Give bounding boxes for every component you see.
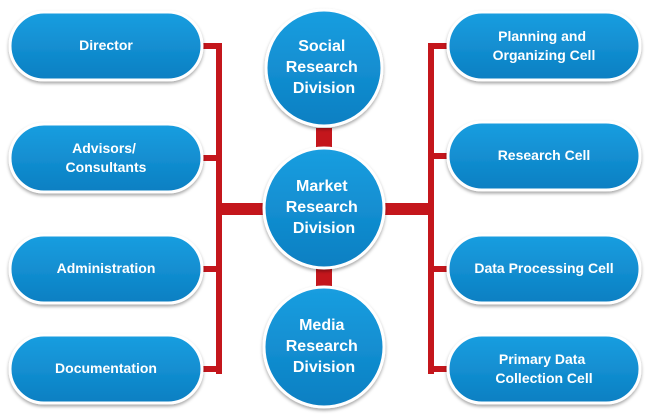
node-social-line-1: Social xyxy=(298,38,345,55)
node-social-line-3: Division xyxy=(293,80,355,97)
node-planning-line-1: Planning and xyxy=(498,28,586,44)
svg-text:Social Research: Social Research Division xyxy=(286,38,363,97)
node-primary-data-collection-cell: Primary Data Collection Cell xyxy=(446,333,642,405)
node-advisors-line-1: Advisors/ xyxy=(72,140,136,156)
node-research-cell: Research Cell xyxy=(446,120,642,192)
node-data-processing-cell: Data Processing Cell xyxy=(446,233,642,305)
node-market-line-1: Market xyxy=(296,178,348,195)
svg-text:Research Cell: Research Cell xyxy=(498,147,591,163)
right-stub-data-processing xyxy=(428,266,450,272)
node-media-line-1: Media xyxy=(299,317,344,334)
node-planning-organizing-cell: Planning and Organizing Cell xyxy=(446,10,642,82)
node-planning-line-2: Organizing Cell xyxy=(493,47,596,63)
node-media-line-2: Research xyxy=(286,338,358,355)
node-media-line-3: Division xyxy=(293,359,355,376)
node-research-cell-line-1: Research Cell xyxy=(498,147,591,163)
left-stub-documentation xyxy=(200,366,222,372)
node-primary-data-line-1: Primary Data xyxy=(499,351,586,367)
node-administration: Administration xyxy=(8,233,204,305)
right-stub-planning xyxy=(428,43,450,49)
node-administration-line-1: Administration xyxy=(57,260,156,276)
center-top-connector xyxy=(316,128,332,150)
left-nodes: Director Advisors/ Consultants Administr… xyxy=(8,10,204,405)
node-director-line-1: Director xyxy=(79,37,133,53)
right-main-connector xyxy=(380,203,434,215)
svg-text:Documentation: Documentation xyxy=(55,360,157,376)
right-stub-research-cell xyxy=(428,153,450,159)
node-documentation-line-1: Documentation xyxy=(55,360,157,376)
node-documentation: Documentation xyxy=(8,333,204,405)
node-director: Director xyxy=(8,10,204,82)
svg-text:Advisors/ Consultants: Advisors/ Consultants xyxy=(66,140,147,175)
node-market-line-3: Division xyxy=(293,220,355,237)
right-stub-primary-data xyxy=(428,366,450,372)
svg-text:Primary Data Collectio: Primary Data Collection Cell xyxy=(495,351,592,386)
node-market-research-division: Market Research Division xyxy=(262,146,386,270)
connectors xyxy=(200,43,450,374)
left-stub-advisors xyxy=(200,155,222,161)
node-media-research-division: Media Research Division xyxy=(262,285,386,409)
left-stub-director xyxy=(200,43,222,49)
svg-text:Planning and Organizin: Planning and Organizing Cell xyxy=(493,28,596,63)
node-market-line-2: Research xyxy=(286,199,358,216)
node-social-research-division: Social Research Division xyxy=(264,8,384,128)
node-primary-data-line-2: Collection Cell xyxy=(495,370,592,386)
center-bottom-connector xyxy=(316,266,332,290)
svg-text:Director: Director xyxy=(79,37,133,53)
node-advisors-line-2: Consultants xyxy=(66,159,147,175)
svg-text:Administration: Administration xyxy=(57,260,156,276)
left-main-connector xyxy=(216,203,270,215)
right-nodes: Planning and Organizing Cell Research Ce… xyxy=(446,10,642,405)
svg-text:Market Research: Market Research Division xyxy=(286,178,363,237)
svg-text:Media Research: Media Research Division xyxy=(286,317,363,376)
svg-text:Data Processing Cell: Data Processing Cell xyxy=(474,260,613,276)
left-stub-administration xyxy=(200,266,222,272)
node-data-processing-line-1: Data Processing Cell xyxy=(474,260,613,276)
node-social-line-2: Research xyxy=(286,59,358,76)
node-advisors-consultants: Advisors/ Consultants xyxy=(8,122,204,194)
center-nodes: Social Research Division Market Research… xyxy=(262,8,386,409)
